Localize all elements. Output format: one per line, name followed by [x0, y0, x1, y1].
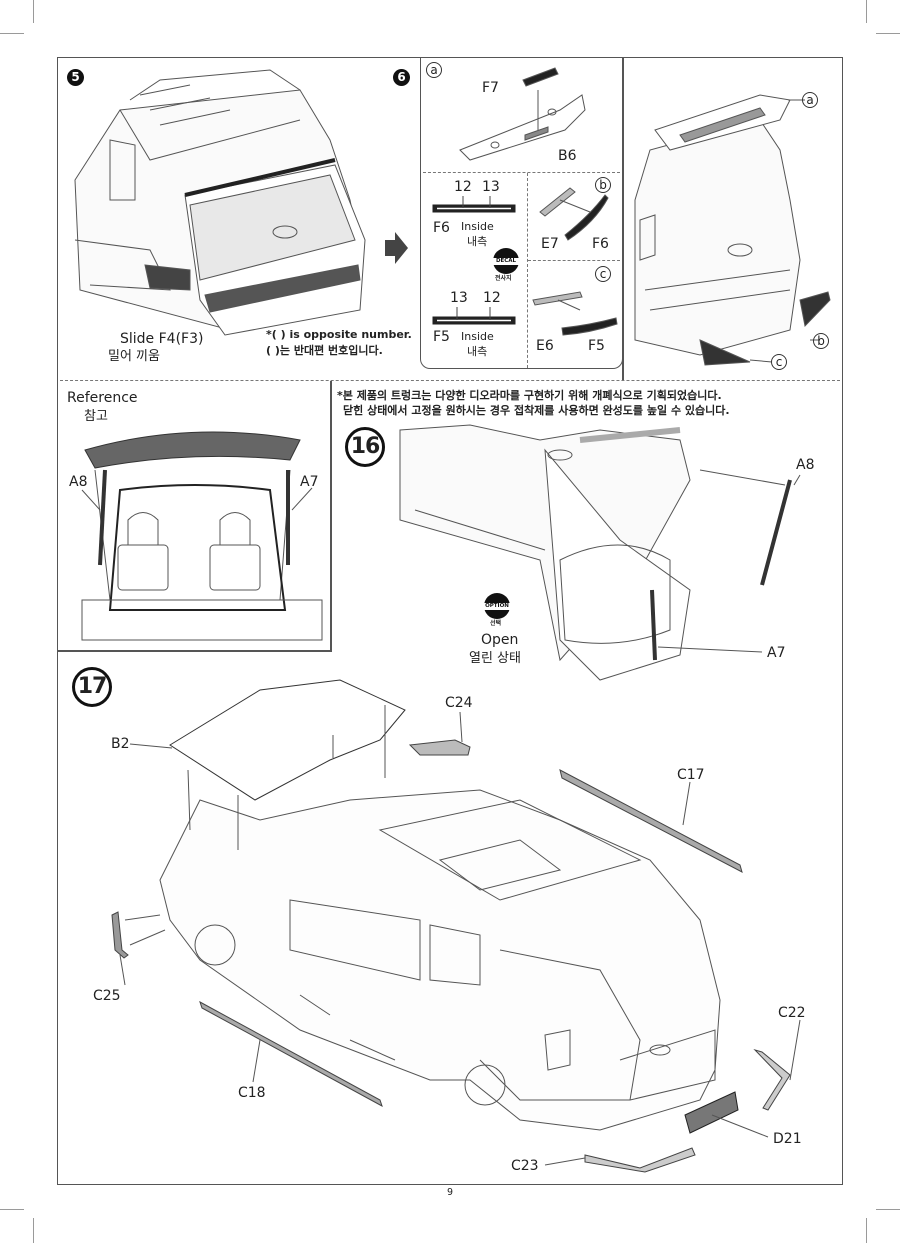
part-label-c18: C18: [238, 1085, 266, 1101]
assembly-marker-b: b: [813, 333, 829, 349]
inside-label: Inside: [461, 330, 494, 343]
part-label-c17: C17: [677, 767, 705, 783]
assembly-marker-c: c: [771, 354, 787, 370]
part-c25: [111, 911, 129, 959]
part-label-f7: F7: [482, 80, 499, 96]
part-label-c25: C25: [93, 988, 121, 1004]
option-badge-kr: 선택: [490, 620, 502, 627]
step6-divider: [528, 260, 620, 261]
opposite-number-note: *( ) is opposite number.: [266, 328, 412, 341]
part-label-c23: C23: [511, 1158, 539, 1174]
open-state-label: Open: [481, 632, 519, 648]
part-c22: [753, 1049, 791, 1111]
part-label-c24: C24: [445, 695, 473, 711]
step-number-5: 5: [67, 69, 84, 86]
section-divider: [60, 380, 840, 381]
crop-mark: [876, 1209, 900, 1210]
open-state-label-kr: 열린 상태: [469, 651, 521, 666]
reference-panel-border: [330, 381, 332, 651]
part-label-f6: F6: [592, 236, 609, 252]
step6a-parts: [459, 67, 586, 161]
part-c17: [559, 769, 743, 873]
decal-number: 13: [450, 290, 468, 306]
page-frame: [57, 57, 843, 1185]
crop-mark: [33, 1218, 34, 1243]
part-label-e7: E7: [541, 236, 559, 252]
step6-assembly-panel-border: [622, 57, 624, 380]
part-label-a7: A7: [300, 474, 319, 490]
part-label-b6: B6: [558, 148, 577, 164]
part-label-f5: F5: [433, 329, 450, 345]
inside-label-kr: 내측: [467, 235, 488, 248]
decal-badge-label: DECAL: [493, 258, 519, 265]
option-badge-label: OPTION: [484, 603, 510, 610]
part-label-f5: F5: [588, 338, 605, 354]
reference-trunk-illustration: [81, 431, 323, 641]
inside-label-kr: 내측: [467, 345, 488, 358]
step6-assembly-illustration: [634, 94, 831, 366]
step6-divider: [527, 173, 528, 368]
crop-mark: [866, 0, 867, 23]
step6-divider: [423, 172, 620, 173]
step5-car-illustration: [74, 69, 366, 336]
step-number-16: 16: [345, 427, 385, 467]
crop-mark: [33, 0, 34, 23]
part-label-f6: F6: [433, 220, 450, 236]
arrow-right-icon: [385, 232, 408, 264]
step16-trunk-open-illustration: [399, 424, 691, 681]
part-c23: [584, 1147, 696, 1173]
reference-title-kr: 참고: [84, 409, 108, 424]
part-label-b2: B2: [111, 736, 130, 752]
part-c18: [199, 1000, 383, 1108]
trunk-notice-line1: *본 제품의 트렁크는 다양한 디오라마를 구현하기 위해 개폐식으로 기획되었…: [337, 389, 722, 402]
sub-step-marker-c: c: [595, 266, 611, 282]
decal-badge: DECAL: [493, 248, 519, 274]
crop-mark: [866, 1218, 867, 1243]
step-number-17: 17: [72, 667, 112, 707]
step17-car-illustration: [159, 679, 721, 1131]
decal-number: 12: [483, 290, 501, 306]
trunk-notice-line2: 닫힌 상태에서 고정을 원하시는 경우 접착제를 사용하면 완성도를 높일 수 …: [343, 404, 730, 417]
damper-a8: [760, 479, 792, 586]
decal-number: 13: [482, 179, 500, 195]
part-c24: [408, 739, 471, 756]
sub-step-marker-a: a: [426, 62, 442, 78]
opposite-number-note-kr: ( )는 반대편 번호입니다.: [266, 344, 383, 357]
reference-panel-bottom: [57, 650, 332, 652]
part-d21: [684, 1091, 739, 1134]
part-label-c22: C22: [778, 1005, 806, 1021]
assembly-marker-a: a: [802, 92, 818, 108]
slide-instruction-kr: 밀어 끼움: [108, 349, 160, 364]
part-label-a8: A8: [69, 474, 88, 490]
crop-mark: [876, 33, 900, 34]
part-label-e6: E6: [536, 338, 554, 354]
reference-title: Reference: [67, 390, 138, 406]
part-label-a8: A8: [796, 457, 815, 473]
damper-a7: [650, 589, 657, 661]
part-label-d21: D21: [773, 1131, 802, 1147]
part-label-a7: A7: [767, 645, 786, 661]
step-number-6: 6: [393, 69, 410, 86]
crop-mark: [0, 33, 24, 34]
sub-step-marker-b: b: [595, 177, 611, 193]
inside-label: Inside: [461, 220, 494, 233]
decal-number: 12: [454, 179, 472, 195]
page-number: 9: [446, 1187, 454, 1198]
crop-mark: [0, 1209, 24, 1210]
option-badge: OPTION: [484, 593, 510, 619]
slide-instruction: Slide F4(F3): [120, 331, 204, 347]
decal-badge-kr: 전사지: [495, 275, 512, 282]
